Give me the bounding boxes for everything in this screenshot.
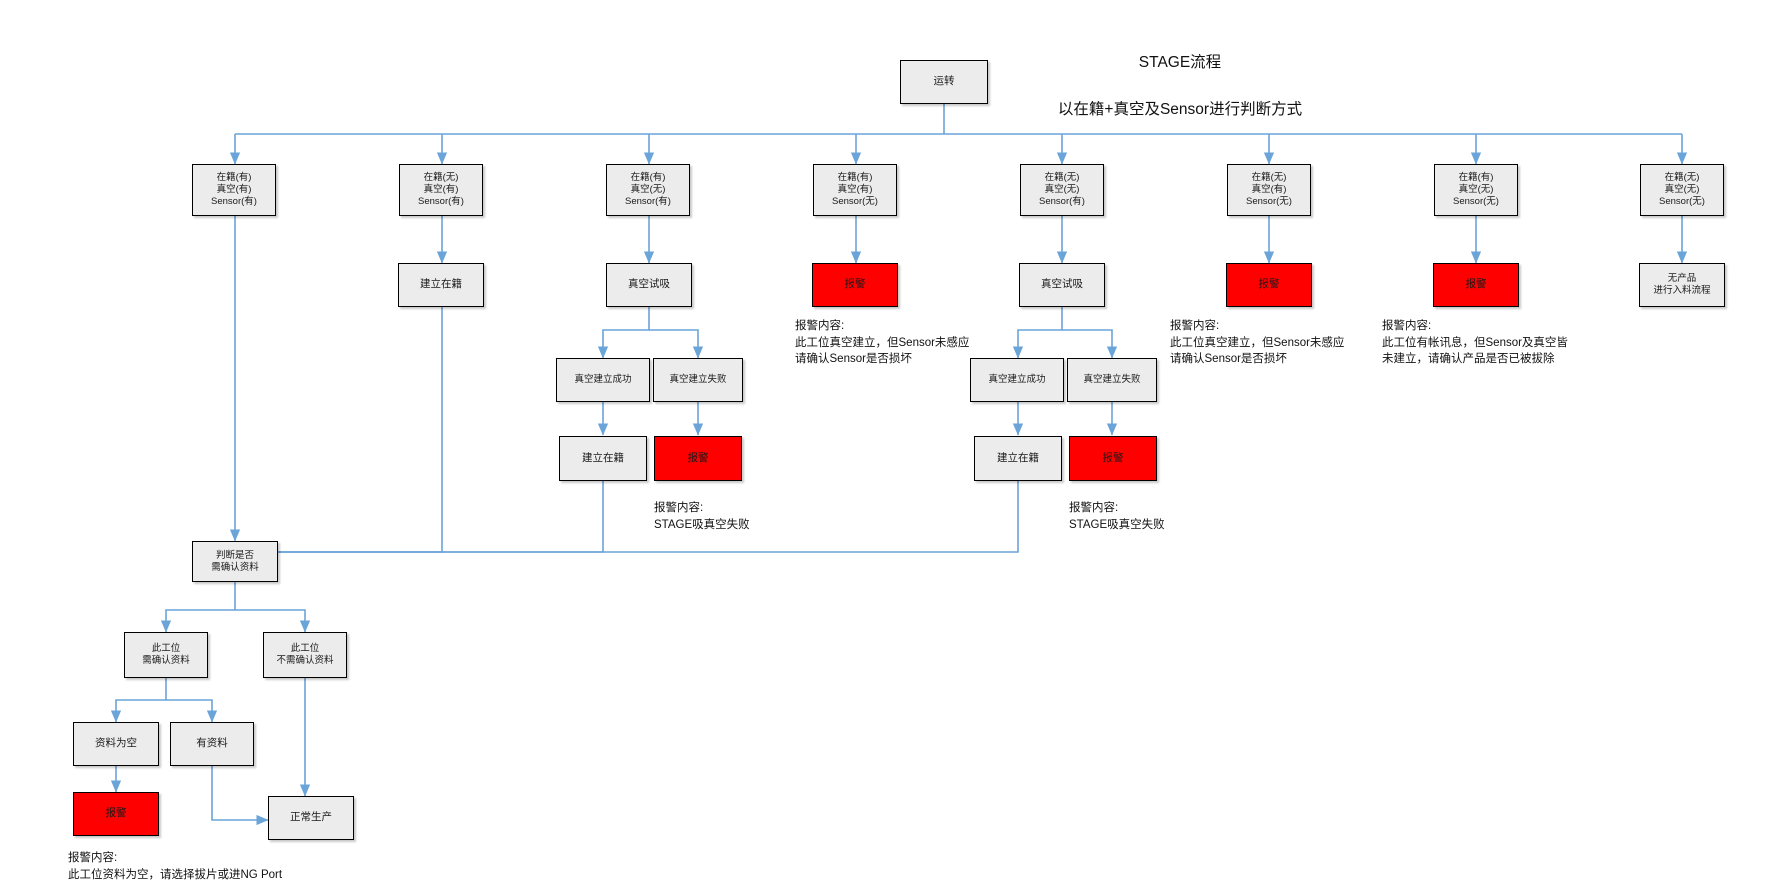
node-vacuum-try-c3[interactable]: 真空试吸: [606, 263, 692, 307]
node-condition-5[interactable]: 在籍(无) 真空(无) Sensor(有): [1020, 164, 1104, 216]
node-has-data[interactable]: 有资料: [170, 722, 254, 766]
node-alarm-c6[interactable]: 报警: [1226, 263, 1312, 307]
note-alarm-vacfail-c5: 报警内容: STAGE吸真空失败: [1069, 502, 1165, 531]
page-title: STAGE流程 以在籍+真空及Sensor进行判断方式: [960, 28, 1400, 144]
title-line-2: 以在籍+真空及Sensor进行判断方式: [1057, 100, 1303, 118]
node-no-product-c8[interactable]: 无产品 进行入料流程: [1639, 263, 1725, 307]
node-root[interactable]: 运转: [900, 60, 988, 104]
node-condition-7[interactable]: 在籍(有) 真空(无) Sensor(无): [1434, 164, 1518, 216]
node-vacuum-ok-c5[interactable]: 真空建立成功: [970, 358, 1064, 402]
note-alarm-c4: 报警内容: 此工位真空建立，但Sensor未感应 请确认Sensor是否损坏: [795, 320, 970, 366]
node-build-record-c5[interactable]: 建立在籍: [974, 436, 1062, 481]
node-condition-1[interactable]: 在籍(有) 真空(有) Sensor(有): [192, 164, 276, 216]
node-vacuum-fail-c3[interactable]: 真空建立失败: [653, 358, 743, 402]
node-condition-6[interactable]: 在籍(无) 真空(有) Sensor(无): [1227, 164, 1311, 216]
title-line-1: STAGE流程: [1138, 54, 1222, 72]
node-condition-8[interactable]: 在籍(无) 真空(无) Sensor(无): [1640, 164, 1724, 216]
node-normal-production[interactable]: 正常生产: [268, 796, 354, 840]
node-alarm-c7[interactable]: 报警: [1433, 263, 1519, 307]
note-alarm-c6: 报警内容: 此工位真空建立，但Sensor未感应 请确认Sensor是否损坏: [1170, 320, 1345, 366]
node-build-record-c2[interactable]: 建立在籍: [398, 263, 484, 307]
node-data-empty[interactable]: 资料为空: [73, 722, 159, 766]
node-vacuum-ok-c3[interactable]: 真空建立成功: [556, 358, 650, 402]
note-alarm-vacfail-c3: 报警内容: STAGE吸真空失败: [654, 502, 750, 531]
node-vacuum-fail-c5[interactable]: 真空建立失败: [1067, 358, 1157, 402]
node-alarm-vacfail-c5[interactable]: 报警: [1069, 436, 1157, 481]
node-alarm-vacfail-c3[interactable]: 报警: [654, 436, 742, 481]
node-vacuum-try-c5[interactable]: 真空试吸: [1019, 263, 1105, 307]
node-condition-3[interactable]: 在籍(有) 真空(无) Sensor(有): [606, 164, 690, 216]
node-condition-4[interactable]: 在籍(有) 真空(有) Sensor(无): [813, 164, 897, 216]
node-judge-need-data[interactable]: 判断是否 需确认资料: [192, 541, 278, 582]
node-alarm-c4[interactable]: 报警: [812, 263, 898, 307]
node-no-need-confirm-data[interactable]: 此工位 不需确认资料: [263, 632, 347, 678]
note-alarm-data-empty: 报警内容: 此工位资料为空，请选择拔片或进NG Port: [68, 852, 283, 881]
node-alarm-data-empty[interactable]: 报警: [73, 792, 159, 836]
node-need-confirm-data[interactable]: 此工位 需确认资料: [124, 632, 208, 678]
node-condition-2[interactable]: 在籍(无) 真空(有) Sensor(有): [399, 164, 483, 216]
node-build-record-c3[interactable]: 建立在籍: [559, 436, 647, 481]
note-alarm-c7: 报警内容: 此工位有帐讯息，但Sensor及真空皆 未建立，请确认产品是否已被拔…: [1382, 320, 1568, 366]
